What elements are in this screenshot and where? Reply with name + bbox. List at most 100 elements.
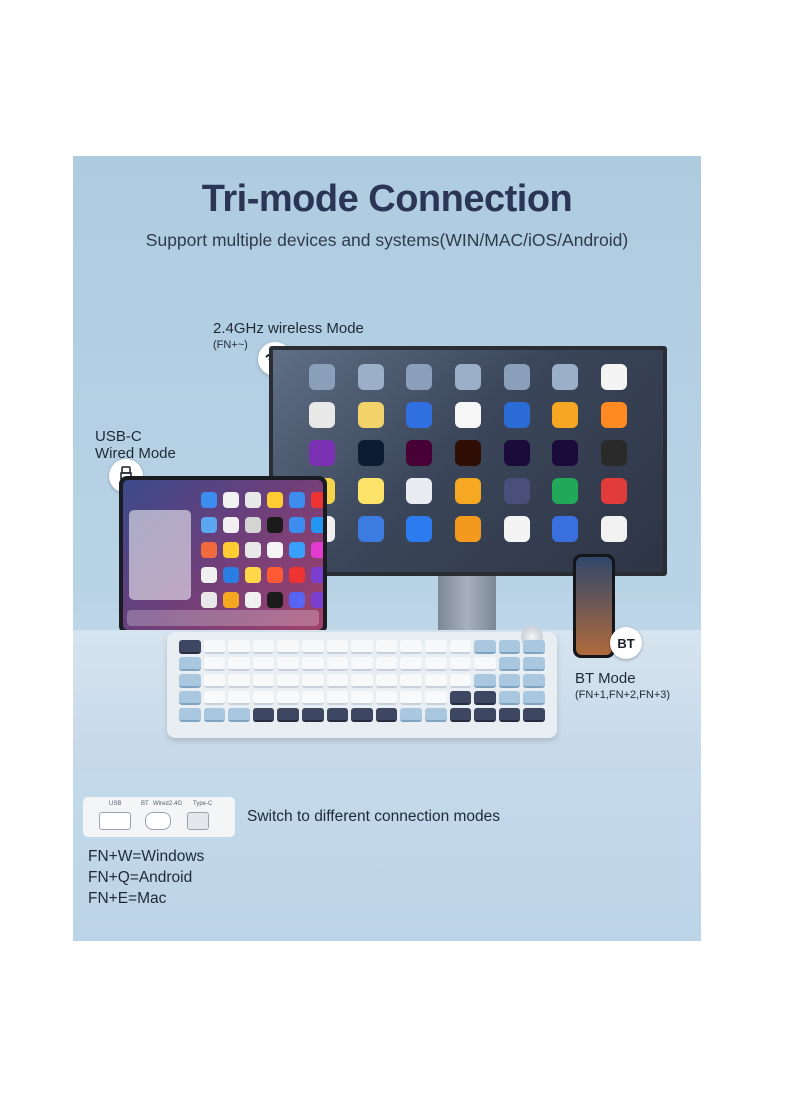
app-icon <box>201 517 217 533</box>
app-icon <box>267 492 283 508</box>
keyboard <box>167 626 557 738</box>
app-icon <box>357 478 384 504</box>
type-c-port <box>187 812 209 830</box>
app-icon <box>454 440 481 466</box>
monitor-app-grid <box>303 364 633 542</box>
app-icon <box>289 567 305 583</box>
app-icon <box>309 364 336 390</box>
app-icon <box>309 402 336 428</box>
page-subtitle: Support multiple devices and systems(WIN… <box>145 230 629 250</box>
app-icon <box>357 402 384 428</box>
switch-label-24g: 2.4G <box>169 801 183 807</box>
app-icon <box>503 440 530 466</box>
app-icon <box>552 364 579 390</box>
app-icon <box>552 478 579 504</box>
app-icon <box>454 516 481 542</box>
app-icon <box>289 492 305 508</box>
app-icon <box>600 364 627 390</box>
app-icon <box>201 567 217 583</box>
bt-mode-shortcut: (FN+1,FN+2,FN+3) <box>575 689 671 701</box>
app-icon <box>289 592 305 608</box>
app-icon <box>201 492 217 508</box>
app-icon <box>600 478 627 504</box>
app-icon <box>245 517 261 533</box>
switch-caption: Switch to different connection modes <box>247 808 501 825</box>
bt-mode-label: BT Mode (FN+1,FN+2,FN+3) <box>575 670 670 704</box>
app-icon <box>406 440 433 466</box>
tablet-app-grid <box>201 492 323 608</box>
app-icon <box>406 516 433 542</box>
app-icon <box>267 517 283 533</box>
app-icon <box>503 402 530 428</box>
wireless-mode-title: 2.4GHz wireless Mode <box>213 320 364 337</box>
usb-mode-subtitle: Wired Mode <box>95 445 176 462</box>
switch-label-typec: Type-C <box>193 801 213 807</box>
app-icon <box>357 364 384 390</box>
app-icon <box>503 516 530 542</box>
app-icon <box>309 440 336 466</box>
app-icon <box>223 492 239 508</box>
app-icon <box>267 542 283 558</box>
bt-mode-title: BT Mode <box>575 670 636 687</box>
keyboard-keys <box>179 640 545 722</box>
app-icon <box>245 567 261 583</box>
app-icon <box>311 542 323 558</box>
switch-label-usb: USB <box>109 801 122 807</box>
app-icon <box>406 364 433 390</box>
app-icon <box>311 567 323 583</box>
app-icon <box>245 492 261 508</box>
app-icon <box>454 364 481 390</box>
app-icon <box>503 364 530 390</box>
usb-mode-title: USB-C <box>95 428 142 445</box>
app-icon <box>223 592 239 608</box>
monitor-stand <box>438 576 496 636</box>
shortcut-windows: FN+W=Windows <box>88 848 205 865</box>
app-icon <box>245 542 261 558</box>
app-icon <box>223 542 239 558</box>
phone-screen <box>576 557 612 655</box>
phone <box>573 554 615 658</box>
usb-mode-label: USB-C Wired Mode <box>95 428 176 462</box>
app-icon <box>223 567 239 583</box>
product-panel: Tri-mode Connection Support multiple dev… <box>73 156 701 941</box>
wireless-mode-label: 2.4GHz wireless Mode (FN+~) <box>213 320 364 354</box>
monitor <box>269 346 667 576</box>
app-icon <box>600 440 627 466</box>
app-icon <box>267 567 283 583</box>
app-icon <box>245 592 261 608</box>
app-icon <box>552 516 579 542</box>
app-icon <box>357 516 384 542</box>
app-icon <box>600 516 627 542</box>
mode-switch: USB BT Wired 2.4G Type-C <box>83 797 235 837</box>
app-icon <box>454 478 481 504</box>
app-icon <box>311 492 323 508</box>
mode-toggle <box>145 812 171 830</box>
shortcut-android: FN+Q=Android <box>88 869 193 886</box>
usb-port <box>99 812 131 830</box>
monitor-screen <box>273 350 663 572</box>
switch-label-wired: Wired <box>153 801 169 807</box>
app-icon <box>406 478 433 504</box>
tablet-screen <box>123 480 323 630</box>
app-icon <box>201 592 217 608</box>
app-icon <box>289 517 305 533</box>
tablet <box>119 476 327 634</box>
app-icon <box>267 592 283 608</box>
app-icon <box>201 542 217 558</box>
app-icon <box>600 402 627 428</box>
app-icon <box>552 402 579 428</box>
app-icon <box>454 402 481 428</box>
bluetooth-badge: BT <box>610 627 642 659</box>
app-icon <box>552 440 579 466</box>
app-icon <box>223 517 239 533</box>
tablet-dock <box>127 610 319 626</box>
app-icon <box>503 478 530 504</box>
app-icon <box>311 517 323 533</box>
page-title: Tri-mode Connection <box>201 178 573 220</box>
tablet-widget <box>129 510 191 600</box>
wireless-mode-shortcut: (FN+~) <box>213 339 248 351</box>
app-icon <box>406 402 433 428</box>
shortcut-mac: FN+E=Mac <box>88 890 167 907</box>
switch-label-bt: BT <box>141 801 149 807</box>
app-icon <box>311 592 323 608</box>
